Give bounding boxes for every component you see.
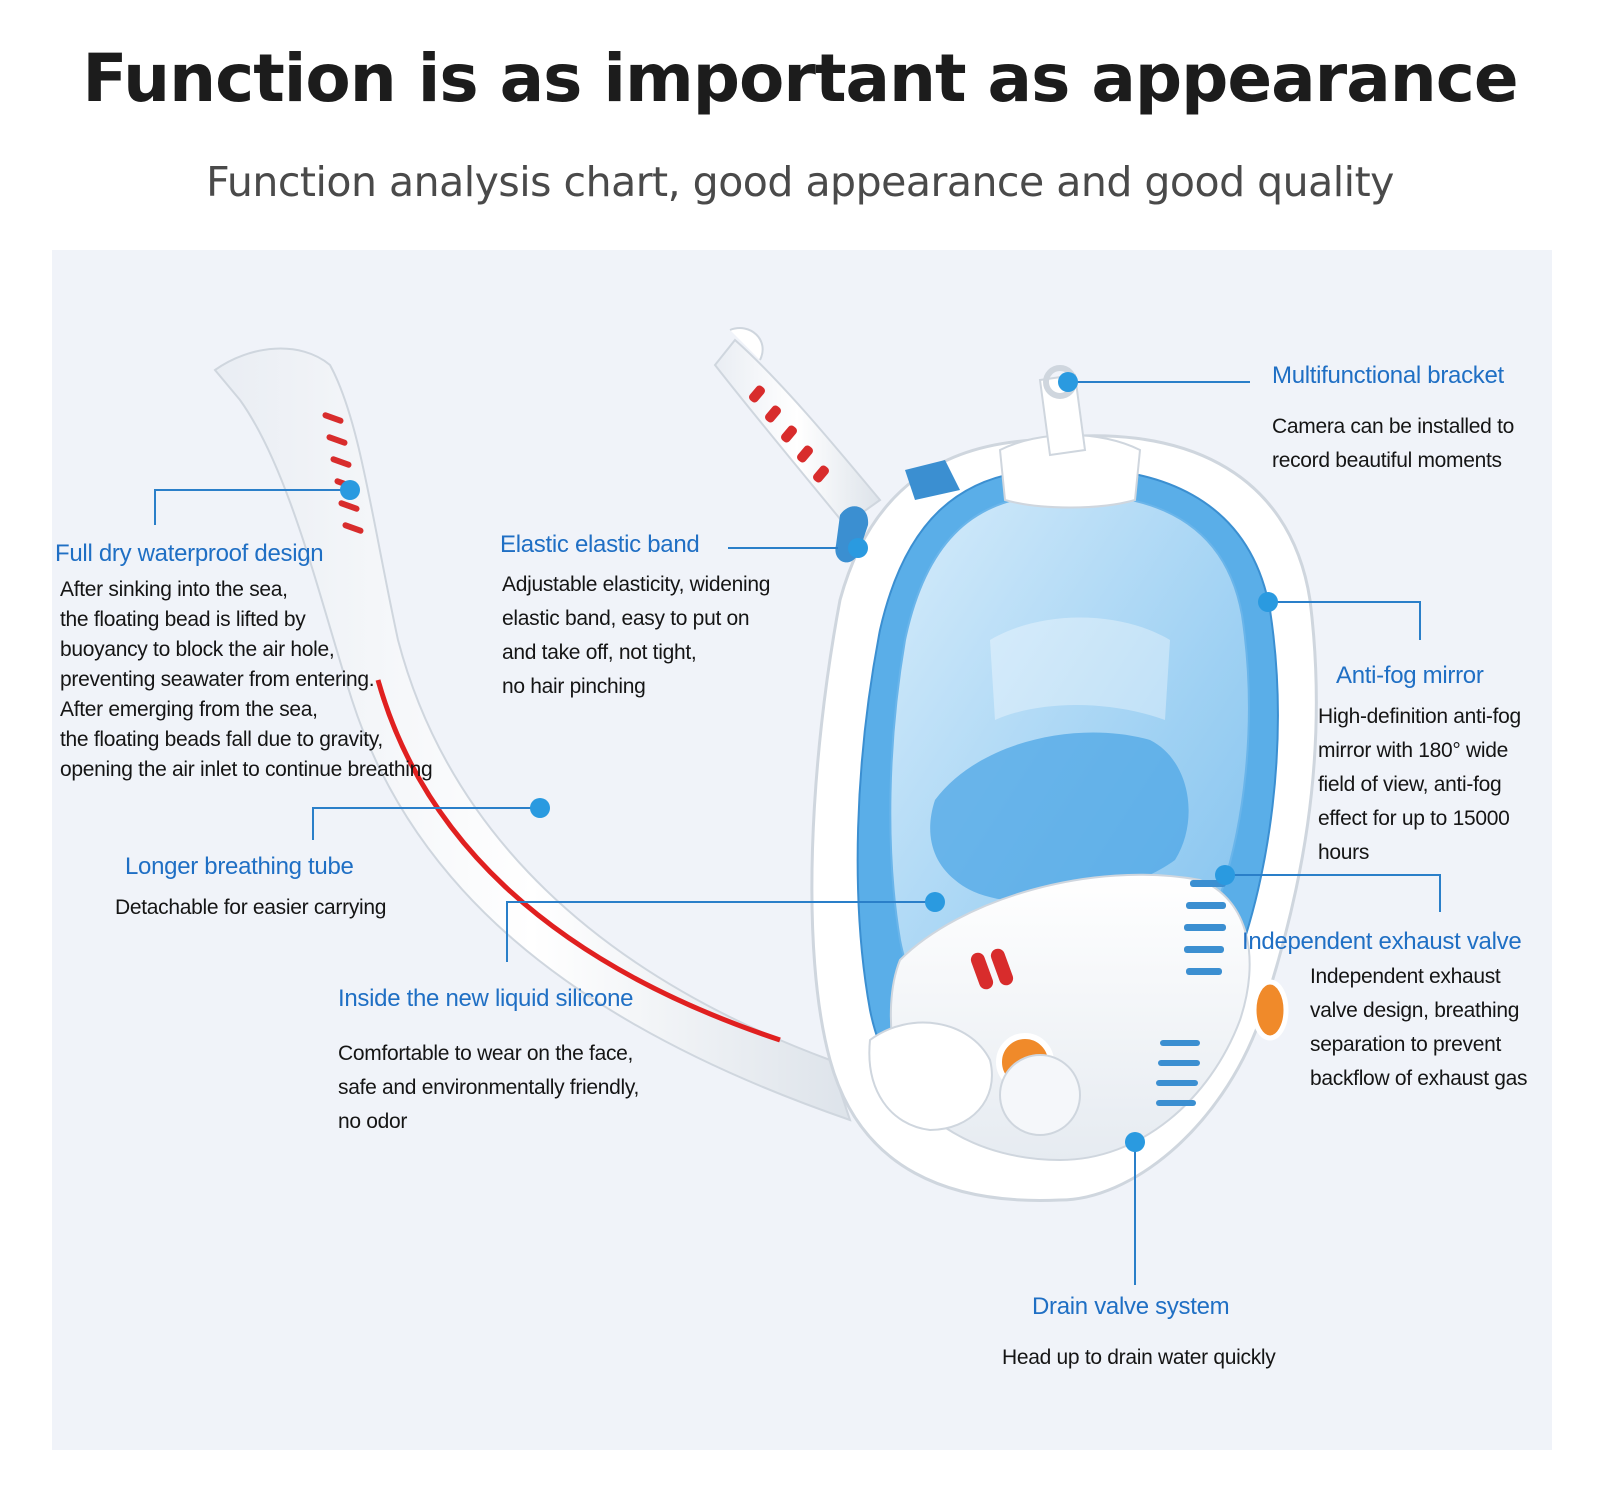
- full-dry-description: After sinking into the sea, the floating…: [60, 578, 433, 781]
- anti-fog-label: Anti-fog mirror: [1336, 662, 1484, 689]
- page-subtitle: Function analysis chart, good appearance…: [206, 158, 1394, 206]
- callout-dots: [340, 372, 1278, 1152]
- breathing-tube-label: Longer breathing tube: [125, 853, 354, 880]
- elastic-band-label: Elastic elastic band: [500, 531, 700, 558]
- drain-valve-label: Drain valve system: [1032, 1293, 1230, 1320]
- drain-valve-description: Head up to drain water quickly: [1002, 1346, 1276, 1369]
- liquid-silicone-label: Inside the new liquid silicone: [338, 985, 634, 1012]
- bracket-label: Multifunctional bracket: [1272, 362, 1504, 389]
- bracket-description: Camera can be installed to record beauti…: [1272, 415, 1515, 472]
- breathing-tube-description: Detachable for easier carrying: [115, 896, 387, 919]
- mask-body: [810, 365, 1318, 1202]
- full-dry-label: Full dry waterproof design: [55, 540, 324, 567]
- exhaust-valve-label: Independent exhaust valve: [1242, 928, 1522, 955]
- page-title: Function is as important as appearance: [82, 40, 1518, 117]
- callout-lines: [154, 381, 1441, 1285]
- anti-fog-description: High-definition anti-fog mirror with 180…: [1318, 705, 1521, 864]
- elastic-band-description: Adjustable elasticity, widening elastic …: [502, 573, 771, 698]
- liquid-silicone-description: Comfortable to wear on the face, safe an…: [338, 1042, 640, 1133]
- exhaust-valve-description: Independent exhaust valve design, breath…: [1310, 965, 1528, 1090]
- rear-breathing-tube: [713, 327, 882, 527]
